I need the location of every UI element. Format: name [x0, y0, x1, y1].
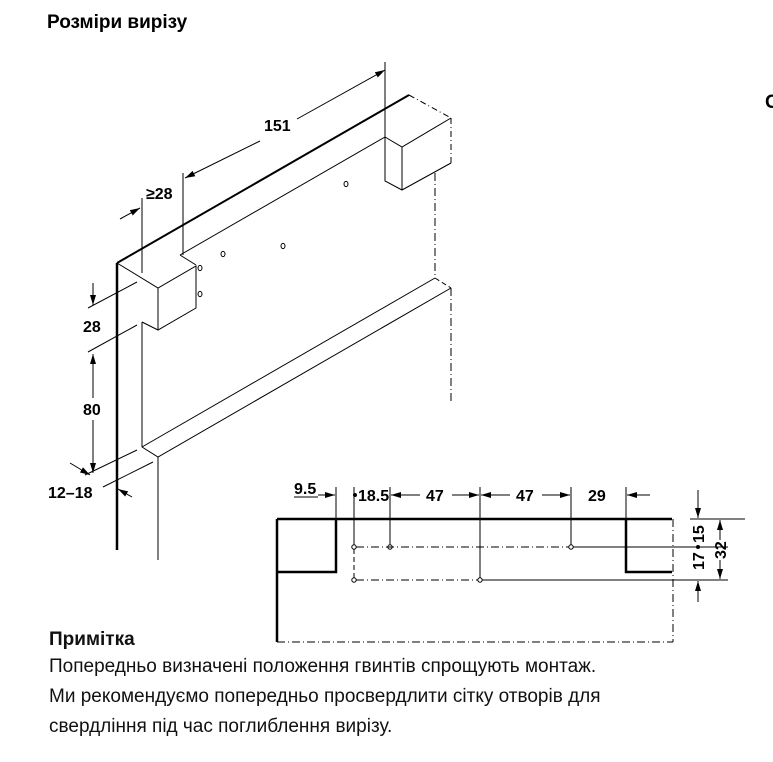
dim-right-offset: 29 — [588, 488, 606, 505]
dim-first-hole: 18.5 — [358, 488, 389, 505]
drill-hole — [351, 544, 357, 550]
note-heading: Примітка — [49, 629, 135, 650]
dim-row-2: 17 — [691, 552, 708, 570]
screw-hole — [343, 180, 349, 188]
note: Примітка Попередньо визначені положення … — [49, 628, 601, 742]
screw-hole — [197, 290, 203, 298]
dim-spacing-2: 47 — [516, 488, 534, 505]
dim-height-top: 28 — [83, 319, 101, 336]
screw-hole — [197, 264, 203, 272]
dim-total: 32 — [713, 541, 730, 559]
drill-hole — [477, 577, 483, 583]
drill-hole — [351, 577, 357, 583]
dim-thickness: 12–18 — [48, 485, 93, 502]
isometric-view — [69, 62, 452, 560]
dim-left-offset: 9.5 — [294, 481, 316, 498]
note-line: свердління під час поглиблення вирізу. — [49, 716, 393, 737]
dim-height-gap: 80 — [83, 402, 101, 419]
drill-hole — [568, 544, 574, 550]
screw-hole — [280, 242, 286, 250]
note-line: Ми рекомендуємо попередньо просвердлити … — [49, 686, 601, 707]
note-line: Попередньо визначені положення гвинтів с… — [49, 656, 597, 677]
dim-row-1: 15 — [691, 525, 708, 543]
clipped-text: С — [765, 92, 773, 113]
plan-view — [275, 487, 745, 643]
dim-length: 151 — [264, 118, 291, 135]
screw-hole — [220, 250, 226, 258]
page-title: Розміри вирізу — [47, 12, 188, 33]
dim-min-width: ≥28 — [146, 186, 173, 203]
dim-spacing-1: 47 — [426, 488, 444, 505]
